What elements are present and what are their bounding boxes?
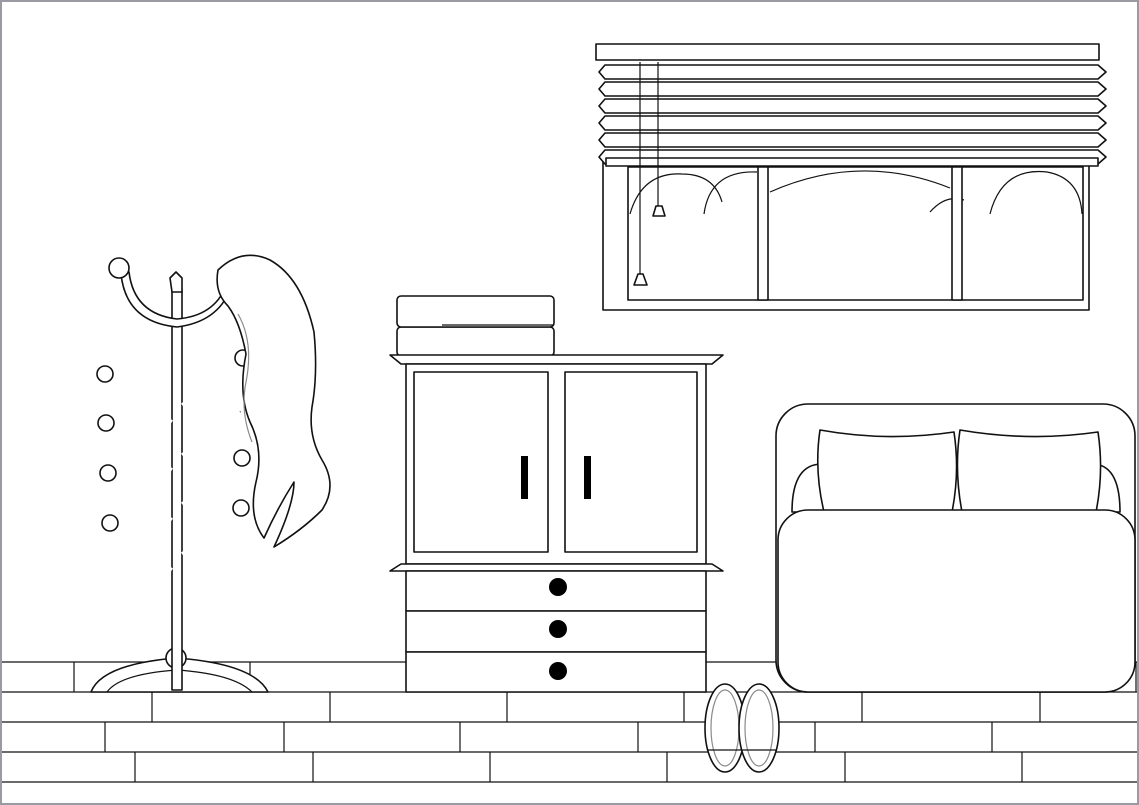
coat-hook	[99, 464, 117, 482]
pillow[interactable]	[816, 429, 958, 513]
coat-hook	[233, 449, 251, 467]
cabinet-door-left[interactable]	[413, 371, 549, 553]
coat-hook	[232, 499, 250, 517]
shoes[interactable]	[704, 683, 780, 773]
clouds	[629, 170, 1083, 215]
mattress[interactable]	[777, 509, 1136, 693]
blind-cords[interactable]	[633, 62, 666, 286]
coat-hook	[101, 514, 119, 532]
pillow[interactable]	[956, 429, 1102, 513]
drawer-knob[interactable]	[549, 620, 567, 638]
blind-slat	[598, 115, 1107, 131]
coat-hook	[97, 414, 115, 432]
blind-slat	[598, 98, 1107, 114]
bed	[775, 403, 1136, 693]
folded-towels[interactable]	[396, 295, 555, 357]
drawer-knob[interactable]	[549, 578, 567, 596]
cabinet	[389, 295, 724, 693]
drawer-knob[interactable]	[549, 662, 567, 680]
blind-slat	[598, 64, 1107, 80]
coat-hook	[96, 365, 114, 383]
window	[595, 43, 1107, 311]
scarf[interactable]	[216, 254, 331, 548]
drawer[interactable]	[405, 610, 707, 653]
blind-slat	[598, 81, 1107, 97]
blind-slat	[598, 132, 1107, 148]
coat-rack	[90, 254, 331, 693]
door-handle-left[interactable]	[521, 456, 528, 499]
door-handle-right[interactable]	[584, 456, 591, 499]
